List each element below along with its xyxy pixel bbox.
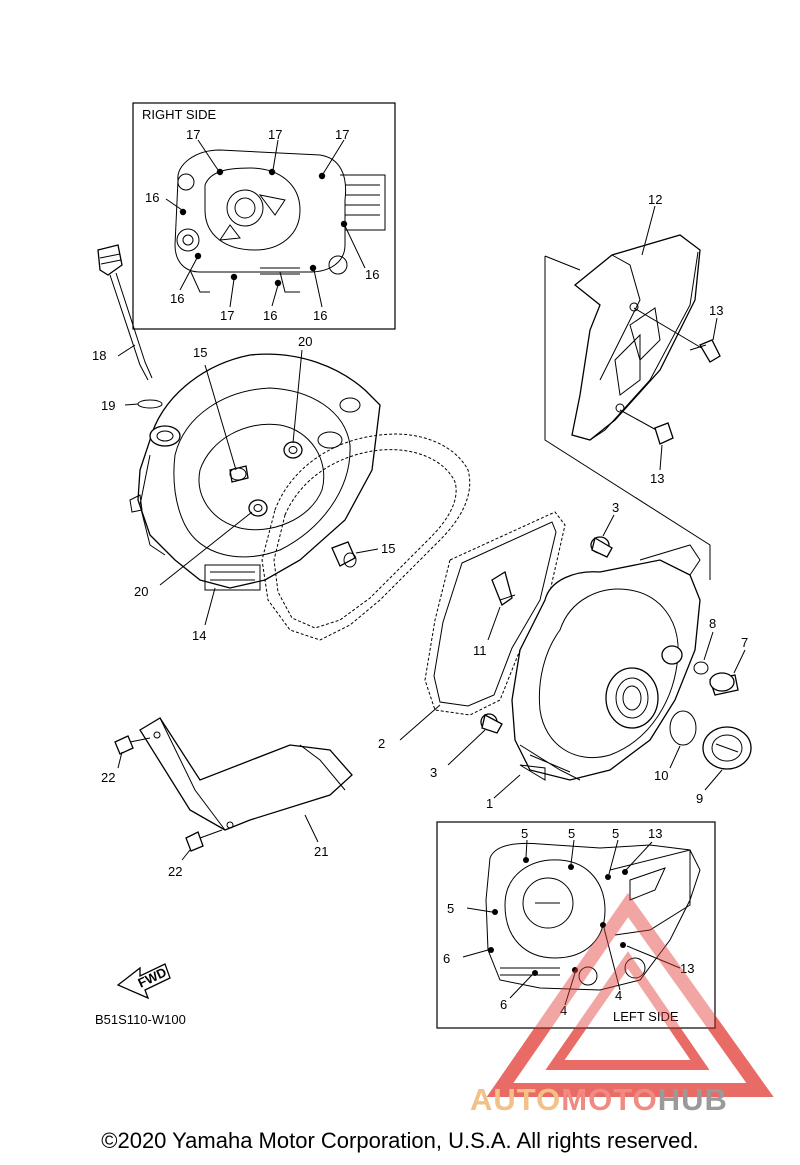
plug-9 [702,726,752,770]
svg-text:13: 13 [680,961,694,976]
bolt-13-upper [633,307,721,363]
svg-text:12: 12 [648,192,662,207]
svg-text:5: 5 [568,826,575,841]
svg-text:13: 13 [650,471,664,486]
o-ring-8 [693,661,709,675]
guard-21 [139,717,353,831]
bolt-22-lower [185,829,223,852]
watermark-text: AUTOMOTOHUB [470,1082,728,1117]
svg-text:15: 15 [381,541,395,556]
svg-text:5: 5 [447,901,454,916]
svg-text:18: 18 [92,348,106,363]
svg-text:11: 11 [473,643,487,658]
copyright-notice: ©2020 Yamaha Motor Corporation, U.S.A. A… [101,1128,699,1153]
svg-text:3: 3 [612,500,619,515]
svg-text:7: 7 [741,635,748,650]
svg-text:6: 6 [443,951,450,966]
svg-text:16: 16 [263,308,277,323]
svg-text:17: 17 [186,127,200,142]
right-crankcase-cover [129,353,381,591]
left-side-title: LEFT SIDE [613,1009,679,1024]
svg-text:4: 4 [560,1003,567,1018]
left-cover-gasket [424,511,566,716]
svg-text:4: 4 [615,988,622,1003]
svg-text:16: 16 [145,190,159,205]
sprocket-cover [571,234,701,441]
svg-text:2: 2 [378,736,385,751]
svg-text:1: 1 [486,796,493,811]
svg-text:3: 3 [430,765,437,780]
dowel-pin-15 [331,541,357,568]
svg-text:13: 13 [709,303,723,318]
bolt-22-upper [114,735,151,755]
right-side-inset: RIGHT SIDE 17 17 17 16 16 16 17 1 [132,102,396,330]
svg-text:17: 17 [335,127,349,142]
svg-text:22: 22 [168,864,182,879]
diagram-code: B51S110-W100 [95,1012,186,1027]
svg-text:21: 21 [314,844,328,859]
svg-text:22: 22 [101,770,115,785]
svg-text:5: 5 [612,826,619,841]
svg-text:20: 20 [298,334,312,349]
collar-3-upper [590,536,613,558]
svg-text:20: 20 [134,584,148,599]
watermark-overlay [486,892,774,1097]
left-crankcase-cover [511,544,701,781]
svg-text:14: 14 [192,628,206,643]
svg-text:16: 16 [365,267,379,282]
plug-7 [709,672,739,696]
fwd-arrow-icon: FWD [116,963,171,1000]
right-cover-gasket [261,433,471,641]
bracket-11 [491,570,516,607]
collar-3-lower [480,713,503,734]
svg-text:5: 5 [521,826,528,841]
svg-text:10: 10 [654,768,668,783]
svg-text:17: 17 [220,308,234,323]
svg-text:19: 19 [101,398,115,413]
o-ring-10 [669,710,697,746]
svg-text:16: 16 [313,308,327,323]
svg-text:15: 15 [193,345,207,360]
svg-text:9: 9 [696,791,703,806]
bolt-13-lower [619,409,674,445]
right-side-title: RIGHT SIDE [142,107,216,122]
svg-text:8: 8 [709,616,716,631]
svg-text:6: 6 [500,997,507,1012]
svg-text:16: 16 [170,291,184,306]
dipstick-group: 18 19 [92,244,163,413]
svg-text:13: 13 [648,826,662,841]
left-side-inset: LEFT SIDE 5 5 5 13 5 6 13 6 4 4 [436,821,716,1029]
svg-text:17: 17 [268,127,282,142]
